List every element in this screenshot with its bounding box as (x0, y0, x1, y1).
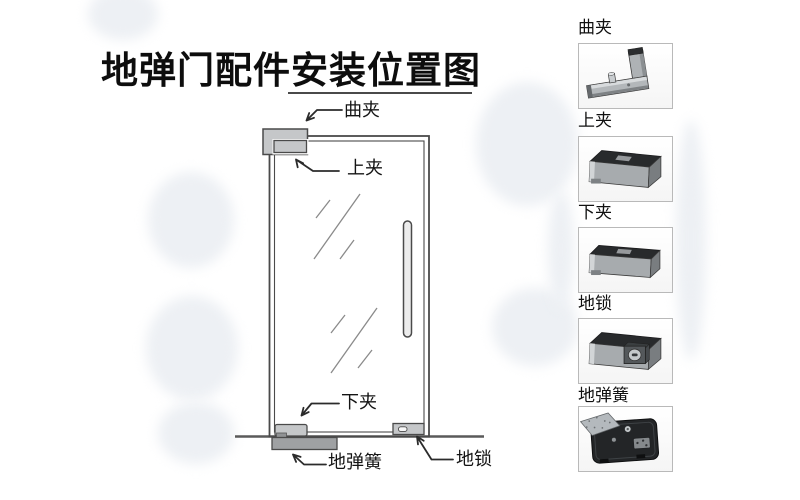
background-smudge (676, 120, 706, 360)
door-handle (402, 220, 413, 338)
xiajia-arrow (300, 402, 340, 417)
shangjia-arrow (295, 158, 340, 172)
product-image-ditanhuang (578, 406, 673, 472)
bottom-clamp-pivot (276, 432, 287, 438)
label-ditanhuang: 地弹簧 (328, 452, 382, 472)
xiajia-photo (588, 245, 661, 279)
disuo-arrow (416, 435, 454, 461)
page-title: 地弹门配件安装位置图 (101, 50, 481, 91)
product-label-qujia: 曲夹 (578, 18, 612, 37)
floor-lock-shape (392, 422, 425, 436)
door-outline (268, 135, 430, 438)
background-smudge (88, 0, 158, 40)
background-smudge (476, 82, 578, 206)
product-image-disuo (578, 318, 673, 384)
floor-spring-shape (271, 436, 338, 451)
product-label-ditanhuang: 地弹簧 (578, 386, 629, 405)
label-shangjia: 上夹 (347, 158, 383, 178)
product-image-shangjia (578, 136, 673, 202)
floor-lock-slot (398, 426, 408, 432)
background-smudge (148, 172, 234, 268)
label-disuo: 地锁 (456, 449, 492, 469)
product-image-xiajia (578, 227, 673, 293)
ditanhuang-arrow (292, 453, 327, 466)
product-label-shangjia: 上夹 (578, 111, 612, 130)
glass-reflections (313, 193, 378, 374)
label-xiajia: 下夹 (341, 392, 377, 412)
background-smudge (548, 190, 574, 310)
product-label-xiajia: 下夹 (578, 203, 612, 222)
background-smudge (158, 402, 234, 464)
disuo-photo (588, 332, 662, 371)
shangjia-photo (588, 150, 662, 189)
product-label-disuo: 地锁 (578, 294, 612, 313)
qujia-arrow (305, 109, 343, 122)
qujia-photo (586, 47, 650, 99)
upper-clamp-shape (273, 139, 308, 154)
product-image-qujia (578, 43, 673, 109)
label-qujia: 曲夹 (344, 100, 380, 120)
ditanhuang-photo (579, 412, 660, 464)
background-smudge (146, 296, 238, 400)
